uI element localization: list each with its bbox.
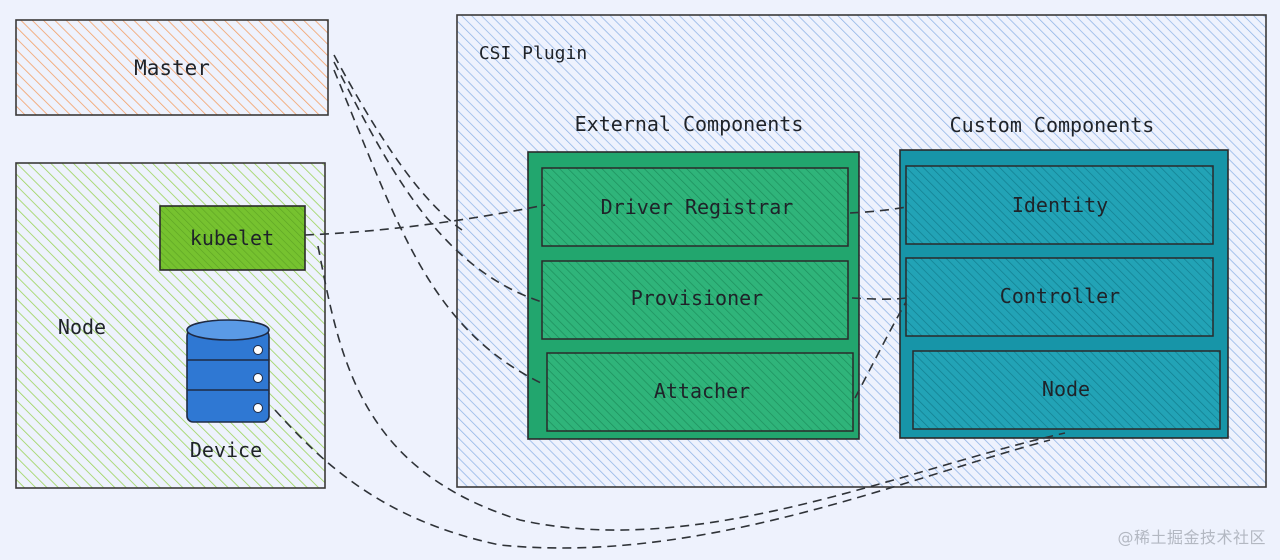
controller-label: Controller <box>1000 284 1120 308</box>
custom-node-label: Node <box>1042 377 1090 401</box>
connector-device-custom-node <box>274 409 1051 549</box>
kubelet-label: kubelet <box>190 226 274 250</box>
device-icon <box>186 319 270 423</box>
connector-master-driver-registrar <box>333 54 463 231</box>
controller-box <box>905 257 1214 337</box>
custom-components-box: Identity Controller Node <box>899 149 1229 439</box>
master-box: Master <box>15 19 329 116</box>
connector-attacher-controller <box>854 301 907 399</box>
provisioner-label: Provisioner <box>631 286 763 310</box>
attacher-box <box>546 352 854 432</box>
node-group-label: Node <box>58 315 106 339</box>
driver-registrar-box <box>541 167 849 247</box>
connector-kubelet-driver-registrar <box>304 204 546 236</box>
connectors <box>274 54 1066 549</box>
provisioner-box <box>541 260 849 340</box>
connector-provisioner-controller <box>851 297 907 300</box>
device-label: Device <box>190 438 262 462</box>
master-label: Master <box>134 56 210 80</box>
csi-plugin-label: CSI Plugin <box>479 43 587 64</box>
external-components-label: External Components <box>575 112 804 136</box>
identity-label: Identity <box>1012 193 1108 217</box>
connector-master-attacher <box>333 69 546 386</box>
connector-driver-registrar-identity <box>849 206 907 214</box>
watermark: @稀土掘金技术社区 <box>1117 528 1266 547</box>
external-components-box: Driver Registrar Provisioner Attacher <box>527 151 860 440</box>
custom-components-label: Custom Components <box>950 113 1155 137</box>
driver-registrar-label: Driver Registrar <box>601 195 794 219</box>
attacher-label: Attacher <box>654 379 750 403</box>
connector-master-provisioner <box>333 61 546 304</box>
custom-node-box <box>912 350 1221 430</box>
identity-box <box>905 165 1214 245</box>
kubelet-box: kubelet <box>159 205 306 271</box>
